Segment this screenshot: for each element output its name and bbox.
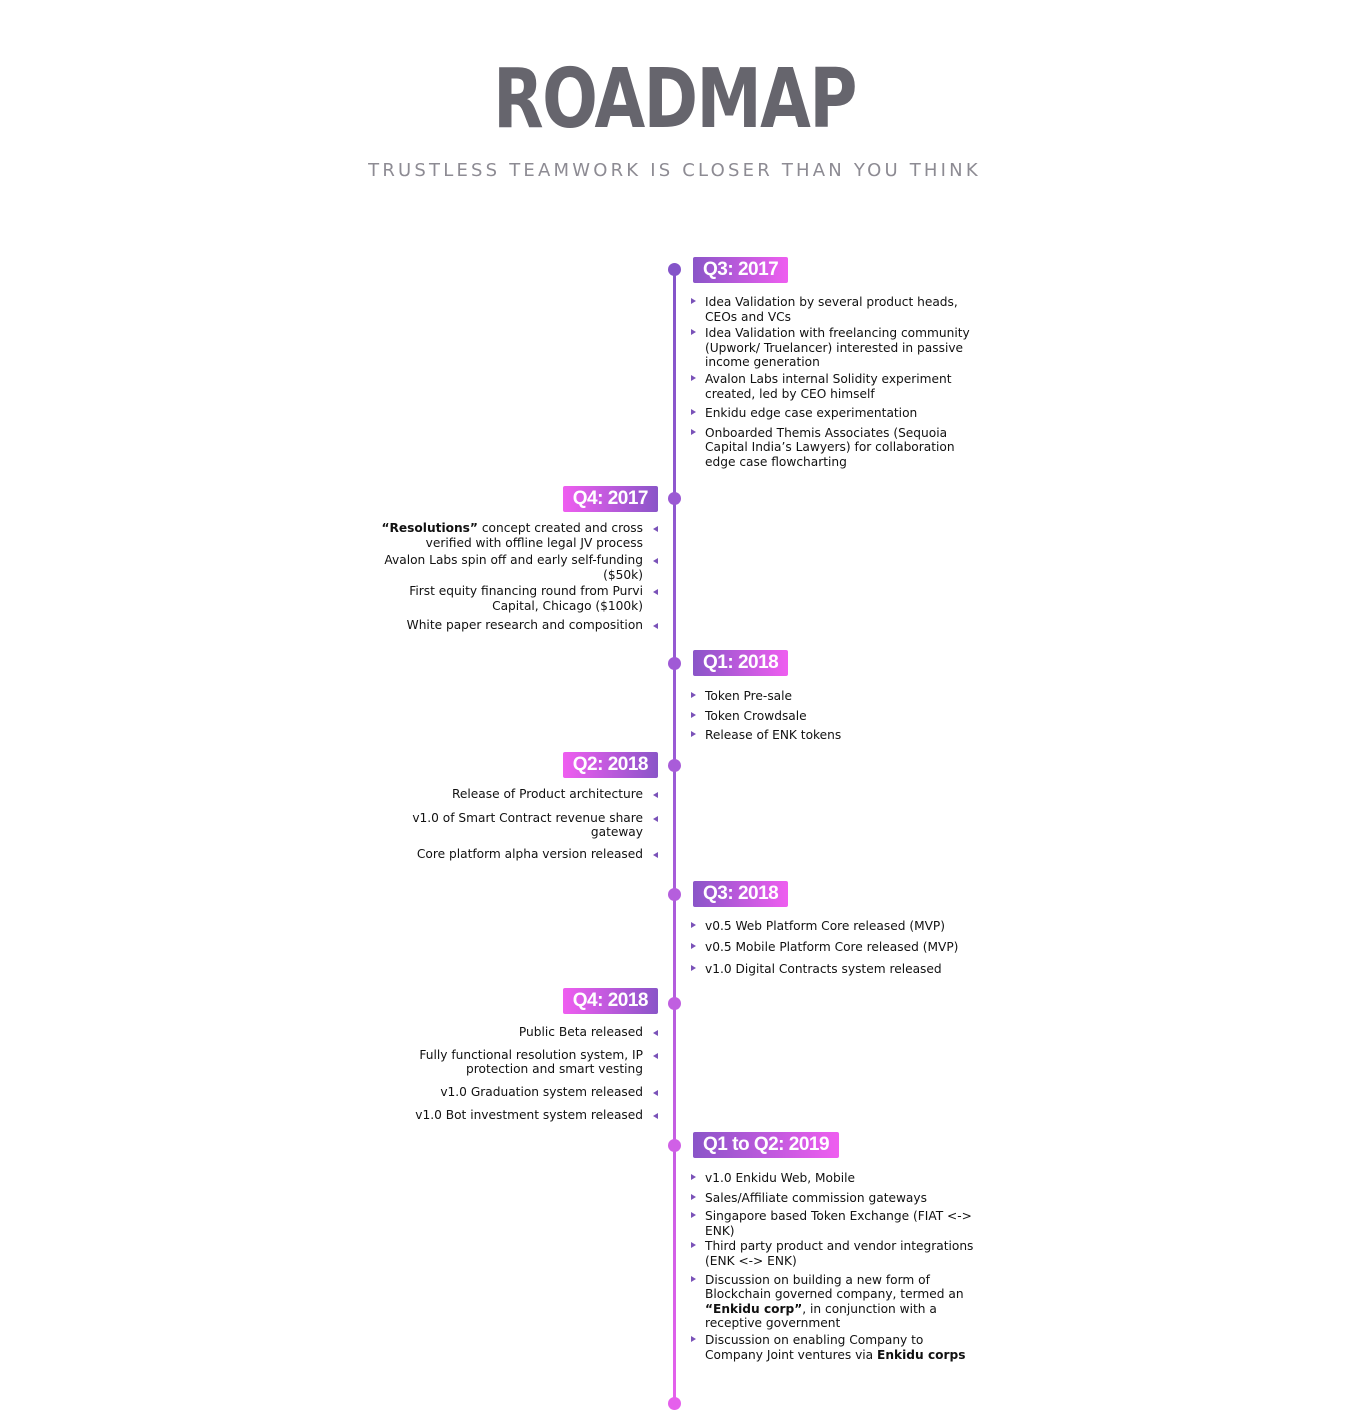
list-item-text: , in conjunction with a receptive govern… [705,1301,937,1331]
milestone-list-q1-2018: Token Pre-sale Token Crowdsale Release o… [691,689,975,743]
timeline-line [673,268,676,1404]
bold-term: “Enkidu corp” [705,1301,803,1316]
list-item: v1.0 Graduation system released [363,1085,658,1100]
list-item: Token Crowdsale [691,709,975,724]
list-item: Public Beta released [363,1025,658,1040]
timeline-dot [668,997,681,1010]
bold-term: Enkidu corps [877,1347,966,1362]
list-item: Release of ENK tokens [691,728,975,743]
milestone-badge-q1-q2-2019: Q1 to Q2: 2019 [693,1132,840,1158]
list-item: Idea Validation by several product heads… [691,295,975,324]
list-item: Fully functional resolution system, IP p… [363,1048,658,1077]
milestone-badge-q4-2017: Q4: 2017 [562,486,658,512]
list-item-text: concept created and cross verified with … [425,521,643,550]
list-item: Release of Product architecture [363,787,658,802]
list-item: v1.0 of Smart Contract revenue share gat… [363,811,658,840]
list-item: White paper research and composition [363,618,658,633]
list-item: Avalon Labs spin off and early self-fund… [363,553,658,582]
list-item: Third party product and vendor integrati… [691,1239,974,1268]
milestone-badge-q2-2018: Q2: 2018 [562,752,658,778]
list-item: Discussion on enabling Company to Compan… [691,1332,975,1362]
timeline-dot [668,263,681,276]
milestone-list-q3-2018: v0.5 Web Platform Core released (MVP) v0… [691,919,975,977]
page-subtitle: TRUSTLESS TEAMWORK IS CLOSER THAN YOU TH… [368,160,981,181]
list-item: v0.5 Web Platform Core released (MVP) [691,919,975,934]
timeline-dot [668,888,681,901]
list-item: v1.0 Bot investment system released [363,1108,658,1123]
milestone-list-q3-2017: Idea Validation by several product heads… [691,295,975,470]
milestone-badge-q4-2018: Q4: 2018 [562,988,658,1014]
list-item: “Resolutions” concept created and cross … [363,521,658,550]
timeline-dot [668,657,681,670]
list-item: Idea Validation with freelancing communi… [691,326,975,370]
milestone-list-q4-2018: Public Beta released Fully functional re… [363,1025,658,1123]
milestone-badge-q3-2018: Q3: 2018 [693,881,789,907]
list-item: First equity financing round from Purvi … [363,584,658,613]
list-item: Avalon Labs internal Solidity experiment… [691,372,975,401]
milestone-badge-q3-2017: Q3: 2017 [693,257,789,283]
list-item-text: Discussion on building a new form of Blo… [705,1272,964,1302]
timeline-dot [668,1397,681,1410]
list-item: Token Pre-sale [691,689,975,704]
list-item: Onboarded Themis Associates (Sequoia Cap… [691,426,975,470]
list-item: Singapore based Token Exchange (FIAT <->… [691,1209,975,1238]
bold-term: “Resolutions” [381,521,478,535]
list-item-text: Discussion on enabling Company to Compan… [705,1332,924,1362]
list-item: Core platform alpha version released [363,847,658,862]
page-title: ROADMAP [493,52,857,147]
list-item: Discussion on building a new form of Blo… [691,1272,975,1331]
list-item: v0.5 Mobile Platform Core released (MVP) [691,940,975,955]
milestone-list-q4-2017: “Resolutions” concept created and cross … [363,521,658,633]
timeline-dot [668,492,681,505]
timeline-dot [668,759,681,772]
milestone-list-q1-q2-2019: v1.0 Enkidu Web, Mobile Sales/Affiliate … [691,1171,975,1362]
list-item: Sales/Affiliate commission gateways [691,1191,975,1206]
list-item: Enkidu edge case experimentation [691,406,975,421]
list-item: v1.0 Enkidu Web, Mobile [691,1171,975,1186]
milestone-list-q2-2018: Release of Product architecture v1.0 of … [363,787,658,862]
timeline-dot [668,1139,681,1152]
list-item: v1.0 Digital Contracts system released [691,962,975,977]
milestone-badge-q1-2018: Q1: 2018 [693,650,789,676]
